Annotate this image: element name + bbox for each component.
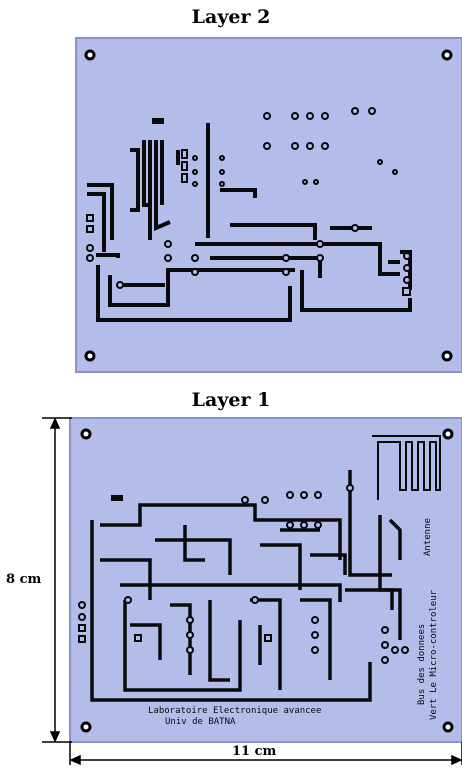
layer-2-pads (86, 107, 411, 296)
lab-label: Laboratoire Electronique avancee (148, 706, 321, 716)
university-label: Univ de BATNA (165, 717, 236, 727)
layer-2-traces (87, 118, 412, 322)
height-arrow-bottom (49, 731, 61, 743)
layer-1-pads (78, 484, 409, 664)
width-dimension-label: 11 cm (232, 744, 277, 759)
width-arrow-left (69, 754, 81, 766)
mounting-holes-layer1 (80, 428, 454, 733)
layer-1-traces (90, 470, 402, 702)
microcontroller-label: Vert Le Micro-controleur (429, 589, 439, 720)
data-bus-label: Bus des donnees (417, 624, 427, 705)
dimension-arrows (42, 417, 462, 766)
antenna-trace (372, 435, 441, 500)
layer-1-title: Layer 1 (191, 389, 271, 411)
height-arrow-top (49, 417, 61, 429)
width-arrow-right (451, 754, 462, 766)
layer-1-silkscreen: Laboratoire Electronique avancee Univ de… (148, 518, 439, 727)
layer-2-board (75, 37, 462, 373)
layer-1-board: Laboratoire Electronique avancee Univ de… (69, 417, 462, 743)
mounting-holes (84, 49, 453, 362)
antenna-label: Antenne (423, 518, 433, 556)
layer-2-title: Layer 2 (191, 6, 271, 28)
height-dimension-label: 8 cm (6, 572, 42, 587)
